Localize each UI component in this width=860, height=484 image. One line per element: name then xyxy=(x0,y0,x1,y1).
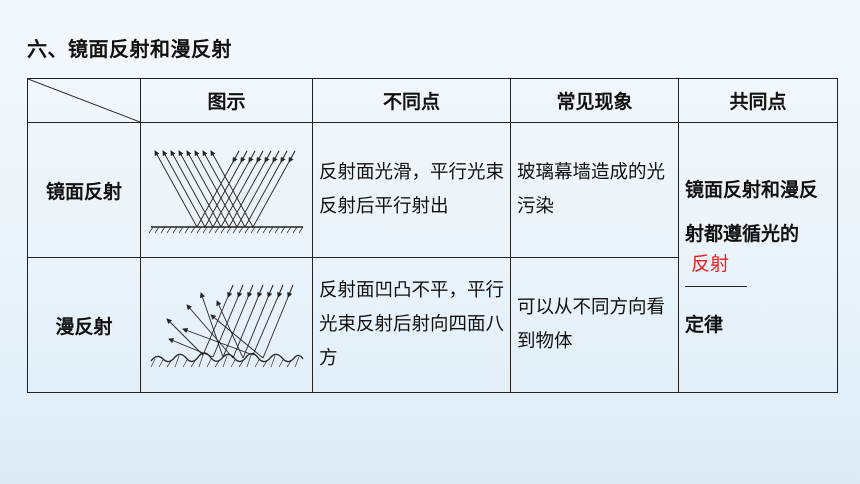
table-row-specular: 镜面反射 xyxy=(27,122,838,393)
column-header-diagram: 图示 xyxy=(140,78,313,123)
table-header-row: 图示 不同点 常见现象 共同点 xyxy=(27,78,838,123)
diagonal-divider xyxy=(28,79,140,122)
answer-text: 反射 xyxy=(691,253,730,275)
answer-blank: 反射 xyxy=(685,253,747,287)
diffuse-phenomenon-text: 可以从不同方向看到物体 xyxy=(510,257,679,393)
specular-difference-text: 反射面光滑，平行光束反射后平行射出 xyxy=(312,122,511,258)
common-point-suffix: 定律 xyxy=(685,314,724,336)
common-point-text: 镜面反射和漫反射都遵循光的 xyxy=(685,179,819,245)
diffuse-reflection-diagram xyxy=(140,257,313,393)
column-header-phenomenon: 常见现象 xyxy=(510,78,679,123)
specular-phenomenon-text: 玻璃幕墙造成的光污染 xyxy=(510,122,679,258)
diffuse-difference-text: 反射面凹凸不平，平行光束反射后射向四面八方 xyxy=(312,257,511,393)
column-header-difference: 不同点 xyxy=(312,78,511,123)
comparison-table: 图示 不同点 常见现象 共同点 镜面反射 xyxy=(27,78,838,393)
specular-reflection-figure xyxy=(148,149,303,233)
section-heading: 六、镜面反射和漫反射 xyxy=(27,37,232,61)
corner-cell xyxy=(27,78,141,123)
row-label-specular: 镜面反射 xyxy=(27,122,141,258)
diffuse-reflection-figure xyxy=(149,284,304,368)
row-label-diffuse: 漫反射 xyxy=(27,257,141,393)
common-point-cell: 镜面反射和漫反射都遵循光的反射 定律 xyxy=(678,122,838,393)
table-row-diffuse: 漫反射 xyxy=(27,257,838,393)
specular-reflection-diagram xyxy=(140,122,313,258)
column-header-common: 共同点 xyxy=(678,78,838,123)
